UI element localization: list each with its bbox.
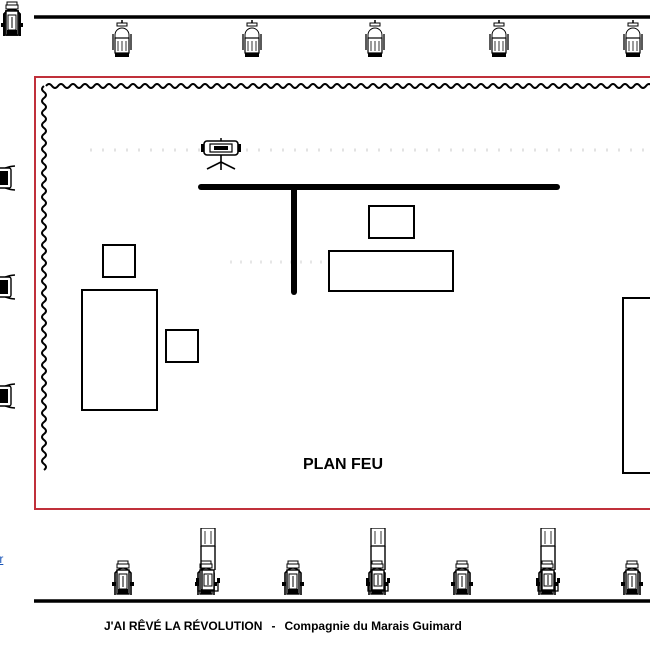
show-name: J'AI RÊVÉ LA RÉVOLUTION — [104, 619, 263, 633]
plan-title: PLAN FEU — [303, 456, 383, 473]
chair-back — [368, 205, 415, 239]
profile-spot-icon — [0, 165, 16, 191]
spotlight-icon — [365, 20, 385, 58]
pc-spot-icon — [0, 1, 24, 37]
stage-outline — [34, 76, 650, 510]
pc-spot-icon — [450, 560, 474, 596]
company-name: Compagnie du Marais Guimard — [284, 619, 462, 633]
edge-link[interactable]: fr — [0, 552, 4, 566]
cabinet-right — [622, 297, 650, 474]
left-side-fixtures — [0, 165, 16, 409]
pc-spot-icon — [281, 560, 305, 596]
profile-spot-icon — [0, 383, 16, 409]
stool-right-of-table — [165, 329, 199, 363]
profile-spot-icon — [0, 274, 16, 300]
top-bar-fixtures — [112, 20, 643, 58]
bench-center — [328, 250, 454, 292]
credits-line: J'AI RÊVÉ LA RÉVOLUTION-Compagnie du Mar… — [104, 619, 462, 633]
pc-spot-icon — [111, 560, 135, 596]
spotlight-icon — [112, 20, 132, 58]
spotlight-icon — [242, 20, 262, 58]
credits-separator: - — [271, 619, 276, 633]
table-left — [81, 289, 158, 411]
spotlight-icon — [489, 20, 509, 58]
projector-on-stand-icon — [201, 138, 242, 171]
pc-spot-icon — [620, 560, 644, 596]
left-curtain — [41, 85, 47, 471]
back-curtain — [45, 83, 650, 89]
stool-left — [102, 244, 136, 278]
spotlight-icon — [623, 20, 643, 58]
